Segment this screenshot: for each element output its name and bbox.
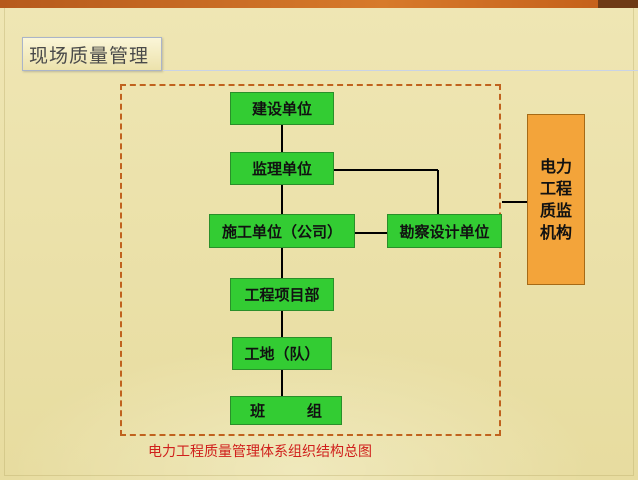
node-jianli-unit: 监理单位 <box>230 152 334 185</box>
node-kancha-unit: 勘察设计单位 <box>387 214 502 248</box>
node-gongdi: 工地（队） <box>232 337 332 370</box>
top-accent-bar-tail <box>598 0 638 8</box>
diagram-caption: 电力工程质量管理体系组织结构总图 <box>148 444 372 460</box>
node-quality-agency: 电力工程质监机构 <box>527 114 585 285</box>
node-xiangmu-dept: 工程项目部 <box>230 278 334 311</box>
node-banzu: 班 组 <box>230 396 342 425</box>
title-box: 现场质量管理 <box>22 37 162 71</box>
page-title: 现场质量管理 <box>29 44 150 67</box>
title-underline <box>163 70 638 71</box>
node-jianshe-unit: 建设单位 <box>230 92 334 125</box>
dashed-boundary <box>120 84 501 436</box>
node-shigong-unit: 施工单位（公司） <box>209 214 355 248</box>
quality-agency-label: 电力工程质监机构 <box>539 156 572 242</box>
top-accent-bar <box>0 0 638 8</box>
